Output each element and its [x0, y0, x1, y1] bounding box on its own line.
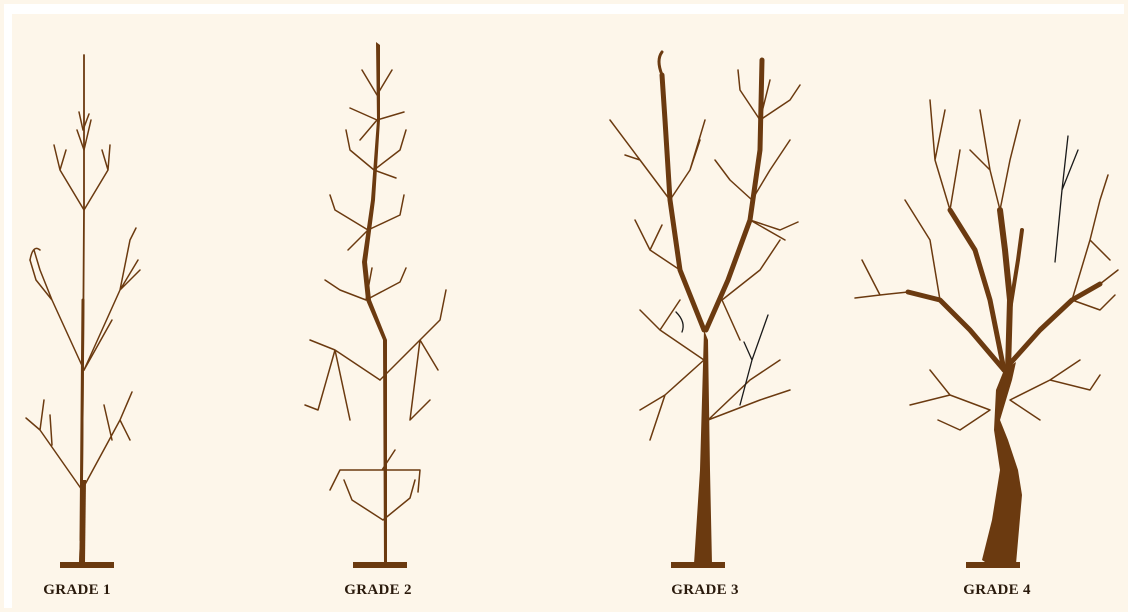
grade-1-label: GRADE 1: [0, 582, 157, 599]
grade-4-label: GRADE 4: [917, 582, 1077, 599]
grade-3-label: GRADE 3: [625, 582, 785, 599]
tree-grade-3: [610, 52, 800, 568]
tree-grade-1: [26, 55, 140, 568]
tree-grade-2: [305, 42, 446, 568]
tree-grade-4: [855, 100, 1118, 568]
grade-2-label: GRADE 2: [298, 582, 458, 599]
